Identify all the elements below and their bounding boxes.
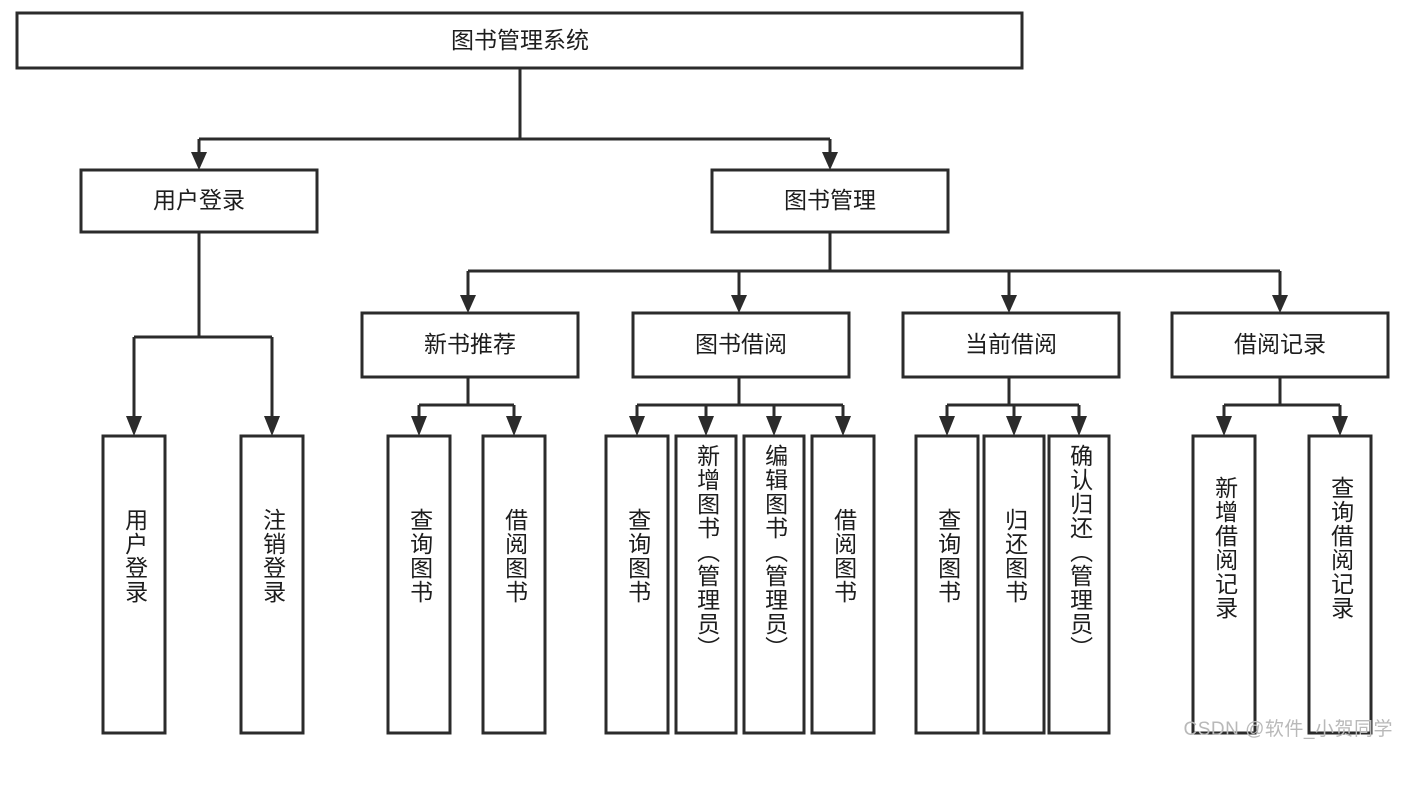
arrow-head-leaf-user-login [126,416,142,436]
node-leaf-add-record-box[interactable] [1191,434,1257,735]
node-book-borrow-box[interactable] [631,311,851,379]
node-new-book-recommend-box[interactable] [360,311,580,379]
node-leaf-query-book-1-box[interactable] [386,434,452,735]
node-user-login[interactable]: 用户登录 [79,168,319,234]
arrow-head-leaf-return-book [1006,416,1022,436]
node-leaf-return-book-box[interactable] [982,434,1046,735]
node-leaf-query-book-3-box[interactable] [914,434,980,735]
arrow-head-leaf-borrow-book-1 [506,416,522,436]
node-current-borrow-box[interactable] [901,311,1121,379]
node-book-borrow[interactable]: 图书借阅 [631,311,851,379]
connector-group-book-management [460,232,1288,313]
watermark-text: CSDN @软件_小贺同学 [1183,719,1393,740]
node-current-borrow-label: 当前借阅 [965,331,1057,357]
connector-group-current-borrow [939,377,1087,436]
node-leaf-borrow-book-2-box[interactable] [810,434,876,735]
node-borrow-record-label: 借阅记录 [1234,331,1326,357]
node-borrow-record[interactable]: 借阅记录 [1170,311,1390,379]
arrow-head-current-borrow [1001,295,1017,313]
connector-group-borrow-record [1216,377,1348,436]
arrow-head-borrow-record [1272,295,1288,313]
flowchart-canvas: 图书管理系统 用户登录 图书管理 新书推荐 图书借阅 当前借阅 借阅记录 [15,11,1390,735]
arrow-head-leaf-query-book-1 [411,416,427,436]
node-new-book-recommend[interactable]: 新书推荐 [360,311,580,379]
connector-group-root [191,68,838,170]
arrow-head-leaf-logout [264,416,280,436]
node-leaf-logout-box[interactable] [239,434,305,735]
node-book-management[interactable]: 图书管理 [710,168,950,234]
arrow-head-book-management [822,152,838,170]
connector-group-book-borrow [629,377,851,436]
node-leaf-query-book-2-box[interactable] [604,434,670,735]
node-borrow-record-box[interactable] [1170,311,1390,379]
node-root-label: 图书管理系统 [451,27,589,53]
connector-group-new-book-recommend [411,377,522,436]
node-new-book-recommend-label: 新书推荐 [424,331,516,357]
arrow-head-leaf-edit-book [766,416,782,436]
node-leaf-borrow-book-1-box[interactable] [481,434,547,735]
arrow-head-leaf-confirm-return [1071,416,1087,436]
arrow-head-leaf-borrow-book-2 [835,416,851,436]
node-leaf-query-record-box[interactable] [1307,434,1373,735]
node-user-login-label: 用户登录 [153,187,245,213]
arrow-head-leaf-query-record [1332,416,1348,436]
arrow-head-leaf-query-book-3 [939,416,955,436]
connector-group-user-login [126,232,280,436]
node-root[interactable]: 图书管理系统 [15,11,1024,70]
node-current-borrow[interactable]: 当前借阅 [901,311,1121,379]
node-user-login-box[interactable] [79,168,319,234]
arrow-head-new-book-recommend [460,295,476,313]
node-book-management-box[interactable] [710,168,950,234]
node-book-borrow-label: 图书借阅 [695,331,787,357]
arrow-head-user-login [191,152,207,170]
arrow-head-leaf-query-book-2 [629,416,645,436]
arrow-head-leaf-add-record [1216,416,1232,436]
flowchart-diagram: 图书管理系统 用户登录 图书管理 新书推荐 图书借阅 当前借阅 借阅记录 [15,11,1393,740]
node-leaf-user-login-box[interactable] [101,434,167,735]
node-root-box[interactable] [15,11,1024,70]
node-leaf-add-book-box[interactable] [674,434,738,735]
node-leaf-edit-book-box[interactable] [742,434,806,735]
arrow-head-leaf-add-book [698,416,714,436]
node-book-management-label: 图书管理 [784,187,876,213]
node-leaf-confirm-return-box[interactable] [1047,434,1111,735]
arrow-head-book-borrow [731,295,747,313]
